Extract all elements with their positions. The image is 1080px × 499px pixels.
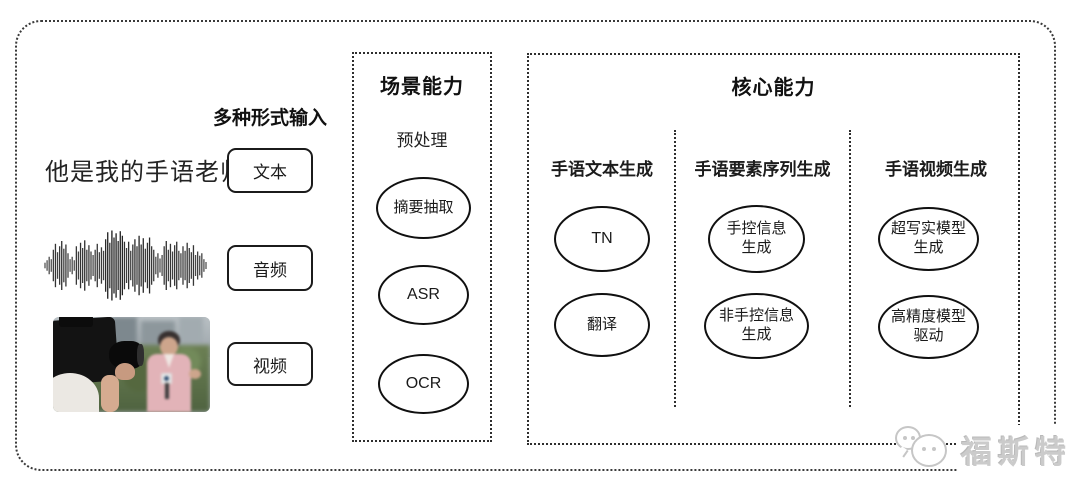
text-input-sample: 他是我的手语老师 bbox=[45, 159, 245, 186]
text-input-label: 文本 bbox=[253, 163, 287, 182]
core-capability-box: 核心能力 手语文本生成 TN 翻译 手语要素序列生成 手控信息 生成 非手控信息… bbox=[527, 53, 1020, 445]
node-non-manual-info-generation: 非手控信息 生成 bbox=[704, 293, 809, 359]
audio-input-box: 音频 bbox=[227, 245, 313, 291]
reporter-shirt bbox=[164, 354, 174, 368]
audio-waveform-icon bbox=[43, 228, 208, 303]
watermark: 福斯特 bbox=[893, 424, 1076, 474]
video-thumbnail bbox=[53, 317, 210, 412]
input-section-title: 多种形式输入 bbox=[212, 108, 327, 129]
logo-eye bbox=[911, 436, 915, 440]
video-input-label: 视频 bbox=[253, 356, 287, 376]
scene-capability-box: 场景能力 预处理 摘要抽取 ASR OCR bbox=[352, 52, 492, 442]
camera-operator-hand bbox=[115, 363, 135, 380]
reporter-face bbox=[160, 337, 178, 356]
audio-input-label: 音频 bbox=[253, 260, 287, 280]
preprocess-label: 预处理 bbox=[396, 131, 448, 150]
column-header: 手语要素序列生成 bbox=[694, 160, 831, 179]
scene-capability-title: 场景能力 bbox=[380, 76, 464, 98]
photo-reporter bbox=[141, 331, 201, 412]
watermark-text: 福斯特 bbox=[957, 424, 1076, 474]
column-sign-element-sequence-generation: 手语要素序列生成 手控信息 生成 非手控信息 生成 bbox=[675, 55, 850, 443]
node-ocr: OCR bbox=[378, 354, 469, 414]
node-manual-info-generation: 手控信息 生成 bbox=[708, 205, 805, 273]
column-sign-text-generation: 手语文本生成 TN 翻译 bbox=[529, 55, 675, 443]
column-header: 手语视频生成 bbox=[885, 160, 987, 179]
logo-bubble-big bbox=[911, 434, 947, 467]
column-sign-video-generation: 手语视频生成 超写实模型 生成 高精度模型 驱动 bbox=[850, 55, 1022, 443]
column-header: 手语文本生成 bbox=[551, 160, 653, 179]
column-divider bbox=[674, 130, 676, 407]
node-tn: TN bbox=[554, 206, 650, 272]
reporter-hand bbox=[189, 369, 201, 379]
chat-bubbles-face-logo-icon bbox=[893, 424, 957, 474]
logo-eye bbox=[922, 447, 926, 451]
outer-dotted-frame bbox=[15, 20, 1056, 471]
camera-viewfinder bbox=[59, 317, 93, 327]
microphone-logo-dot bbox=[164, 376, 169, 381]
column-divider bbox=[849, 130, 851, 407]
photo-building bbox=[179, 317, 203, 347]
core-capability-title: 核心能力 bbox=[731, 77, 816, 99]
video-input-box: 视频 bbox=[227, 342, 313, 386]
node-translation: 翻译 bbox=[554, 293, 650, 357]
logo-eye bbox=[932, 447, 936, 451]
node-summary-extraction: 摘要抽取 bbox=[376, 177, 471, 239]
microphone-handle bbox=[165, 383, 169, 399]
text-input-box: 文本 bbox=[227, 148, 313, 193]
node-hyperrealistic-model-generation: 超写实模型 生成 bbox=[878, 207, 979, 271]
node-high-precision-model-driving: 高精度模型 驱动 bbox=[878, 295, 979, 359]
logo-eye bbox=[903, 436, 907, 440]
camera-lens-ring bbox=[137, 344, 144, 366]
camera-operator-arm bbox=[101, 375, 119, 412]
node-asr: ASR bbox=[378, 265, 469, 325]
